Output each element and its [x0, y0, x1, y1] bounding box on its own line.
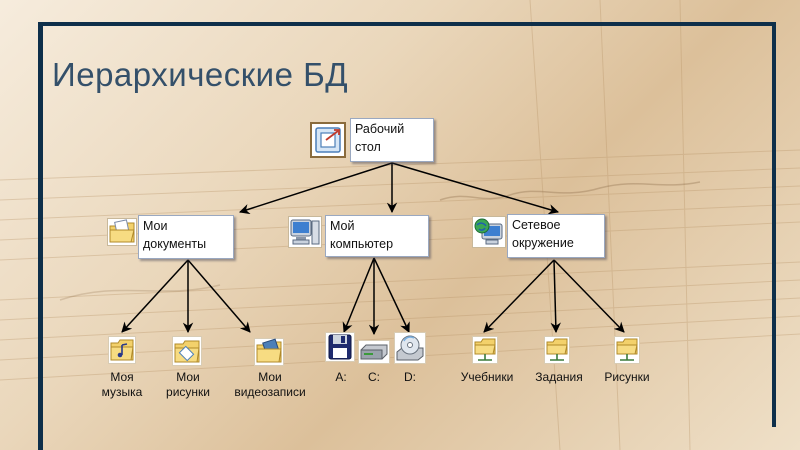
cd-drive-icon[interactable] [394, 332, 426, 364]
desktop-icon[interactable] [310, 122, 346, 158]
edge-computer-d [373, 257, 410, 333]
leaf-my-pictures-label: Мои рисунки [166, 370, 210, 399]
computer-icon[interactable] [288, 216, 322, 248]
edge-root-documents [239, 162, 393, 215]
root-node-desktop[interactable]: Рабочий стол [350, 118, 434, 162]
node-my-computer-label: Мой компьютер [330, 219, 394, 251]
documents-folder-icon[interactable] [107, 218, 137, 246]
pictures-folder-icon[interactable] [172, 336, 202, 366]
frame-top-bar [38, 22, 776, 26]
videos-folder-icon[interactable] [254, 338, 284, 366]
leaf-tasks-label: Задания [535, 370, 583, 384]
root-node-label: Рабочий стол [355, 122, 405, 154]
floppy-drive-icon[interactable] [325, 332, 355, 362]
node-network-label: Сетевое окружение [512, 218, 574, 250]
slide-title: Иерархические БД [52, 56, 349, 93]
edge-network-tasks [550, 259, 561, 334]
shared-folder-icon[interactable] [544, 336, 570, 364]
node-network-neighborhood[interactable]: Сетевое окружение [507, 214, 605, 258]
edge-root-network [391, 162, 560, 215]
leaf-drive-c-label: C: [368, 370, 380, 384]
edge-network-textbooks [483, 259, 555, 333]
frame-left-bar [38, 22, 43, 450]
leaf-drawings-label: Рисунки [604, 370, 650, 384]
node-my-documents[interactable]: Мои документы [138, 215, 234, 259]
leaf-drive-a-label: A: [335, 370, 347, 384]
hard-drive-icon[interactable] [358, 340, 390, 364]
node-my-documents-label: Мои документы [143, 219, 207, 251]
edge-network-drawings [553, 259, 625, 333]
edge-computer-a [342, 257, 375, 333]
leaf-my-videos-label: Мои видеозаписи [234, 370, 306, 399]
music-folder-icon[interactable] [108, 336, 136, 364]
network-icon[interactable] [472, 216, 506, 248]
leaf-drive-d-label: D: [404, 370, 416, 384]
edge-documents-videos [187, 259, 251, 333]
shared-folder-icon[interactable] [472, 336, 498, 364]
frame-right-bar [772, 22, 776, 427]
leaf-my-music-label: Моя музыка [101, 370, 143, 399]
shared-folder-icon[interactable] [614, 336, 640, 364]
leaf-textbooks-label: Учебники [460, 370, 514, 384]
edge-documents-music [121, 259, 189, 333]
node-my-computer[interactable]: Мой компьютер [325, 215, 429, 257]
